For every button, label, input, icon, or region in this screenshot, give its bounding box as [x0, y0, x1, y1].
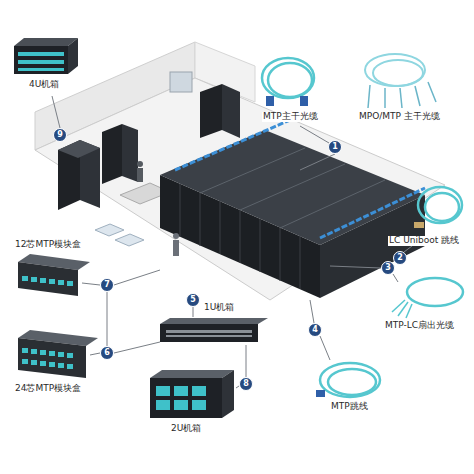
cable-coil [262, 58, 314, 98]
floor [35, 78, 445, 300]
connector [316, 390, 325, 397]
aisle-lines [200, 148, 385, 228]
part-label: 2U机箱 [170, 424, 202, 434]
window [170, 72, 192, 92]
part-label: MTP主干光缆 [262, 112, 319, 122]
connector [266, 96, 274, 106]
part-label: 12芯MTP模块盒 [14, 240, 82, 250]
person [173, 240, 179, 256]
callout-number: 8 [243, 380, 249, 388]
ports [156, 386, 206, 410]
chassis-2u [150, 378, 222, 418]
part-label: MPO/MTP 主干光缆 [358, 112, 441, 122]
chassis-2u [150, 370, 234, 378]
chassis-4u [14, 46, 68, 74]
connector [414, 222, 424, 228]
cable-coil [365, 54, 425, 86]
rack [102, 124, 122, 184]
ports [22, 276, 73, 286]
chassis-1u [160, 324, 258, 342]
callout-circle: 6 [100, 346, 114, 360]
floor-tile [115, 234, 144, 246]
mtp-cassette-24 [18, 338, 86, 378]
callout-number: 1 [332, 143, 338, 151]
part-label: MTP跳线 [330, 402, 369, 412]
callout-circle: 7 [100, 278, 114, 292]
ports [166, 330, 252, 337]
person [137, 168, 143, 182]
callout-number: 3 [385, 264, 391, 272]
leader-line [52, 96, 412, 388]
part-label: 1U机箱 [203, 303, 235, 313]
chassis-1u [160, 318, 268, 324]
callout-circle: 3 [381, 261, 395, 275]
ports [22, 348, 73, 369]
chassis-4u [14, 38, 78, 46]
part-label: MTP-LC扇出光缆 [384, 321, 455, 331]
rack [222, 84, 240, 138]
callout-circle: 4 [308, 323, 322, 337]
person [173, 233, 179, 239]
fan-out-legs [368, 82, 436, 108]
cable-coil [418, 187, 462, 223]
callout-circle: 2 [393, 251, 407, 265]
rack [200, 84, 222, 138]
chassis-4u [68, 38, 78, 74]
callout-circle: 1 [328, 140, 342, 154]
person [137, 161, 143, 167]
callout-circle: 5 [186, 293, 200, 307]
floor-tile [95, 224, 124, 236]
callout-number: 6 [104, 349, 110, 357]
callout-number: 9 [57, 131, 63, 139]
callout-number: 7 [104, 281, 110, 289]
callout-number: 5 [190, 296, 196, 304]
callout-number: 4 [312, 326, 318, 334]
rack [58, 140, 100, 158]
fan-out-legs [392, 300, 412, 318]
rack-doors [180, 184, 300, 289]
ports [18, 52, 64, 71]
rack-row-top [160, 130, 425, 245]
chassis-2u [222, 370, 234, 418]
mtp-cassette-12 [18, 262, 78, 296]
cable-coil [407, 278, 463, 306]
callout-circle: 9 [53, 128, 67, 142]
part-label: 24芯MTP模块盒 [14, 384, 82, 394]
rack [122, 124, 138, 182]
cable-tray [175, 120, 425, 238]
cable-coil [320, 363, 380, 397]
part-label: 4U机箱 [28, 80, 60, 90]
callout-number: 2 [397, 254, 403, 262]
part-label: LC Uniboot 跳线 [388, 236, 460, 246]
connector [300, 96, 308, 106]
callout-circle: 8 [239, 377, 253, 391]
